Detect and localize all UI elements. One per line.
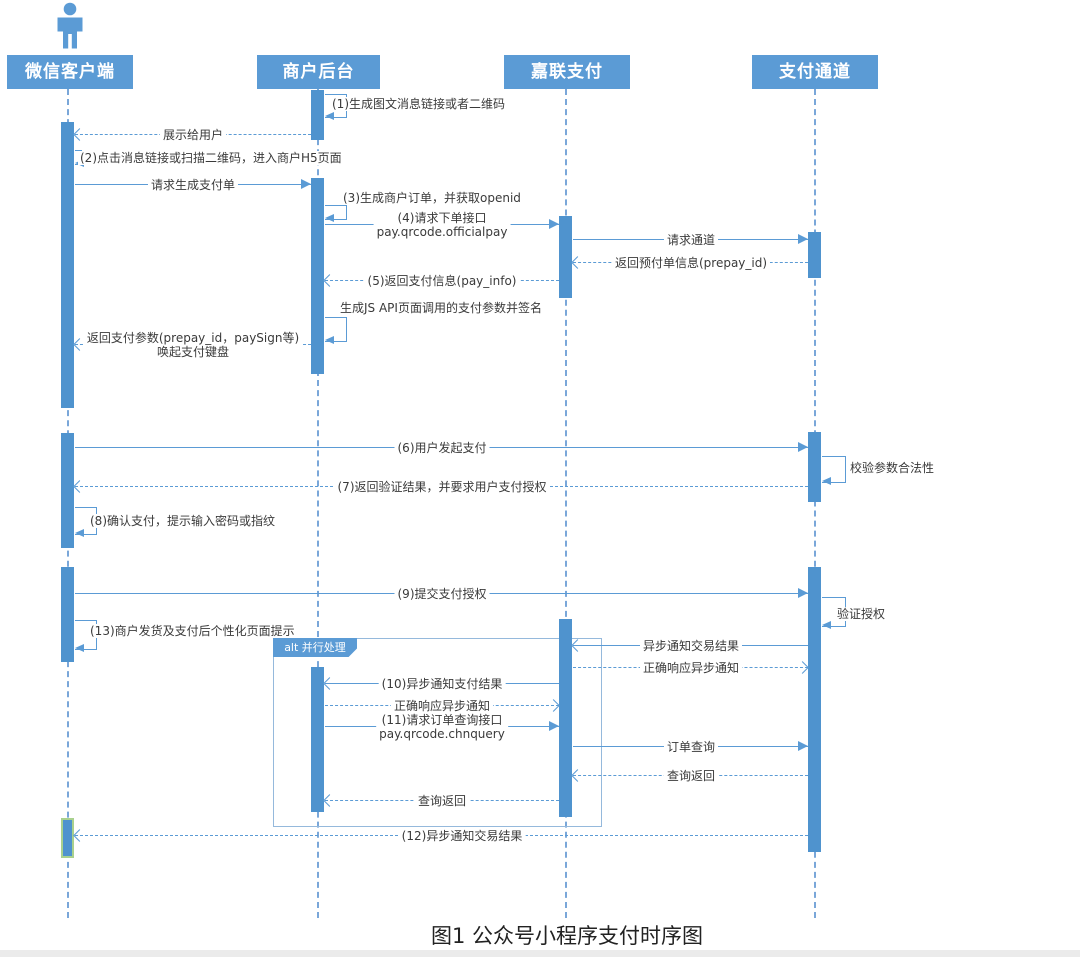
msg-11-order-query-api-arrowhead [549, 721, 559, 731]
msg-return-prepay-info-label: 返回预付单信息(prepay_id) [611, 256, 771, 270]
activation-bar [61, 122, 74, 408]
msg-12-async-notify-result-arrowhead [73, 829, 86, 842]
participant-header-wechat-client: 微信客户端 [7, 55, 133, 89]
msg-show-to-user-arrowhead [73, 128, 86, 141]
msg-async-notify-trade-label: 异步通知交易结果 [639, 639, 743, 653]
msg-verify-params-loop [822, 456, 846, 483]
activation-bar [311, 667, 324, 812]
msg-3-create-order-loop [325, 205, 347, 220]
msg-13-merchant-deliver-label: (13)商户发货及支付后个性化页面提示 [88, 624, 297, 638]
msg-5-return-pay-info-label: (5)返回支付信息(pay_info) [364, 274, 520, 288]
activation-bar [311, 178, 324, 374]
msg-8-confirm-pay-label: (8)确认支付，提示输入密码或指纹 [88, 514, 277, 528]
msg-query-return-upper-label: 查询返回 [663, 769, 719, 783]
msg-verify-params-arrowhead [822, 477, 831, 485]
msg-request-pay-order-arrowhead [301, 179, 311, 189]
activation-bar [311, 90, 324, 140]
diagram-caption: 图1 公众号小程序支付时序图 [430, 924, 704, 948]
msg-4-place-order-api-label-line1: (4)请求下单接口 [397, 211, 487, 225]
msg-gen-jsapi-params-label: 生成JS API页面调用的支付参数并签名 [338, 301, 544, 315]
msg-11-order-query-api-label-line2: pay.qrcode.chnquery [379, 727, 505, 741]
msg-3-create-order-arrowhead [325, 214, 334, 222]
msg-verify-auth-arrowhead [822, 621, 831, 629]
msg-7-return-verify-arrowhead [73, 480, 86, 493]
lifeline-jialian-pay [565, 89, 567, 918]
msg-6-user-start-pay-arrowhead [798, 442, 808, 452]
msg-4-place-order-api-arrowhead [549, 219, 559, 229]
participant-header-payment-channel: 支付通道 [752, 55, 878, 89]
lifeline-merchant-backend [317, 89, 319, 918]
participant-header-jialian-pay: 嘉联支付 [504, 55, 630, 89]
msg-10-async-notify-pay-label: (10)异步通知支付结果 [378, 677, 506, 691]
participant-header-merchant-backend: 商户后台 [257, 55, 380, 89]
msg-6-user-start-pay-label: (6)用户发起支付 [394, 441, 490, 455]
activation-bar [808, 567, 821, 852]
activation-bar [559, 216, 572, 298]
msg-verify-auth-label: 验证授权 [835, 607, 888, 621]
msg-11-order-query-api-label-line1: (11)请求订单查询接口 [381, 713, 503, 727]
msg-9-submit-auth-label: (9)提交支付授权 [394, 587, 490, 601]
msg-9-submit-auth-arrowhead [798, 588, 808, 598]
alt-fragment-label: alt 并行处理 [273, 638, 357, 657]
alt-fragment [273, 638, 602, 827]
lifeline-payment-channel [814, 89, 816, 918]
activation-bar [808, 432, 821, 502]
msg-return-prepay-info-arrowhead [571, 256, 584, 269]
activation-bar [61, 567, 74, 662]
msg-8-confirm-pay-arrowhead [75, 529, 84, 537]
msg-gen-jsapi-params-arrowhead [325, 336, 334, 344]
activation-bar-highlighted [61, 818, 74, 858]
msg-1-generate-link-arrowhead [325, 112, 334, 120]
msg-gen-jsapi-params-loop [325, 317, 347, 342]
msg-12-async-notify-result-label: (12)异步通知交易结果 [398, 829, 526, 843]
msg-7-return-verify-label: (7)返回验证结果，并要求用户支付授权 [334, 480, 550, 494]
activation-bar [61, 433, 74, 548]
msg-13-merchant-deliver-arrowhead [75, 644, 84, 652]
msg-ack-async-upper-arrowhead [796, 661, 809, 674]
msg-order-query-arrowhead [798, 741, 808, 751]
page-bottom-strip [0, 950, 1080, 957]
msg-3-create-order-label: (3)生成商户订单，并获取openid [341, 191, 523, 205]
activation-bar [559, 619, 572, 817]
msg-4-place-order-api-label-line2: pay.qrcode.officialpay [376, 225, 508, 239]
activation-bar [808, 232, 821, 278]
msg-query-return-lower-label: 查询返回 [414, 794, 470, 808]
msg-show-to-user-label: 展示给用户 [159, 128, 227, 142]
msg-order-query-label: 订单查询 [663, 740, 719, 754]
msg-return-pay-params-label: 返回支付参数(prepay_id，paySign等)唤起支付键盘 [83, 331, 303, 359]
msg-request-pay-order-label: 请求生成支付单 [147, 178, 239, 192]
msg-return-pay-params-label-line2: 唤起支付键盘 [156, 345, 229, 359]
msg-1-generate-link-label: (1)生成图文消息链接或者二维码 [330, 97, 507, 111]
msg-request-channel-arrowhead [798, 234, 808, 244]
msg-5-return-pay-info-arrowhead [323, 274, 336, 287]
msg-ack-async-upper-label: 正确响应异步通知 [639, 661, 743, 675]
msg-request-channel-label: 请求通道 [663, 233, 719, 247]
msg-ack-async-lower-label: 正确响应异步通知 [390, 699, 494, 713]
actor-person-icon [50, 2, 90, 49]
msg-verify-params-label: 校验参数合法性 [848, 461, 937, 475]
msg-return-pay-params-label-line1: 返回支付参数(prepay_id，paySign等) [86, 331, 300, 345]
msg-2-click-link-label: (2)点击消息链接或扫描二维码，进入商户H5页面 [78, 151, 344, 165]
